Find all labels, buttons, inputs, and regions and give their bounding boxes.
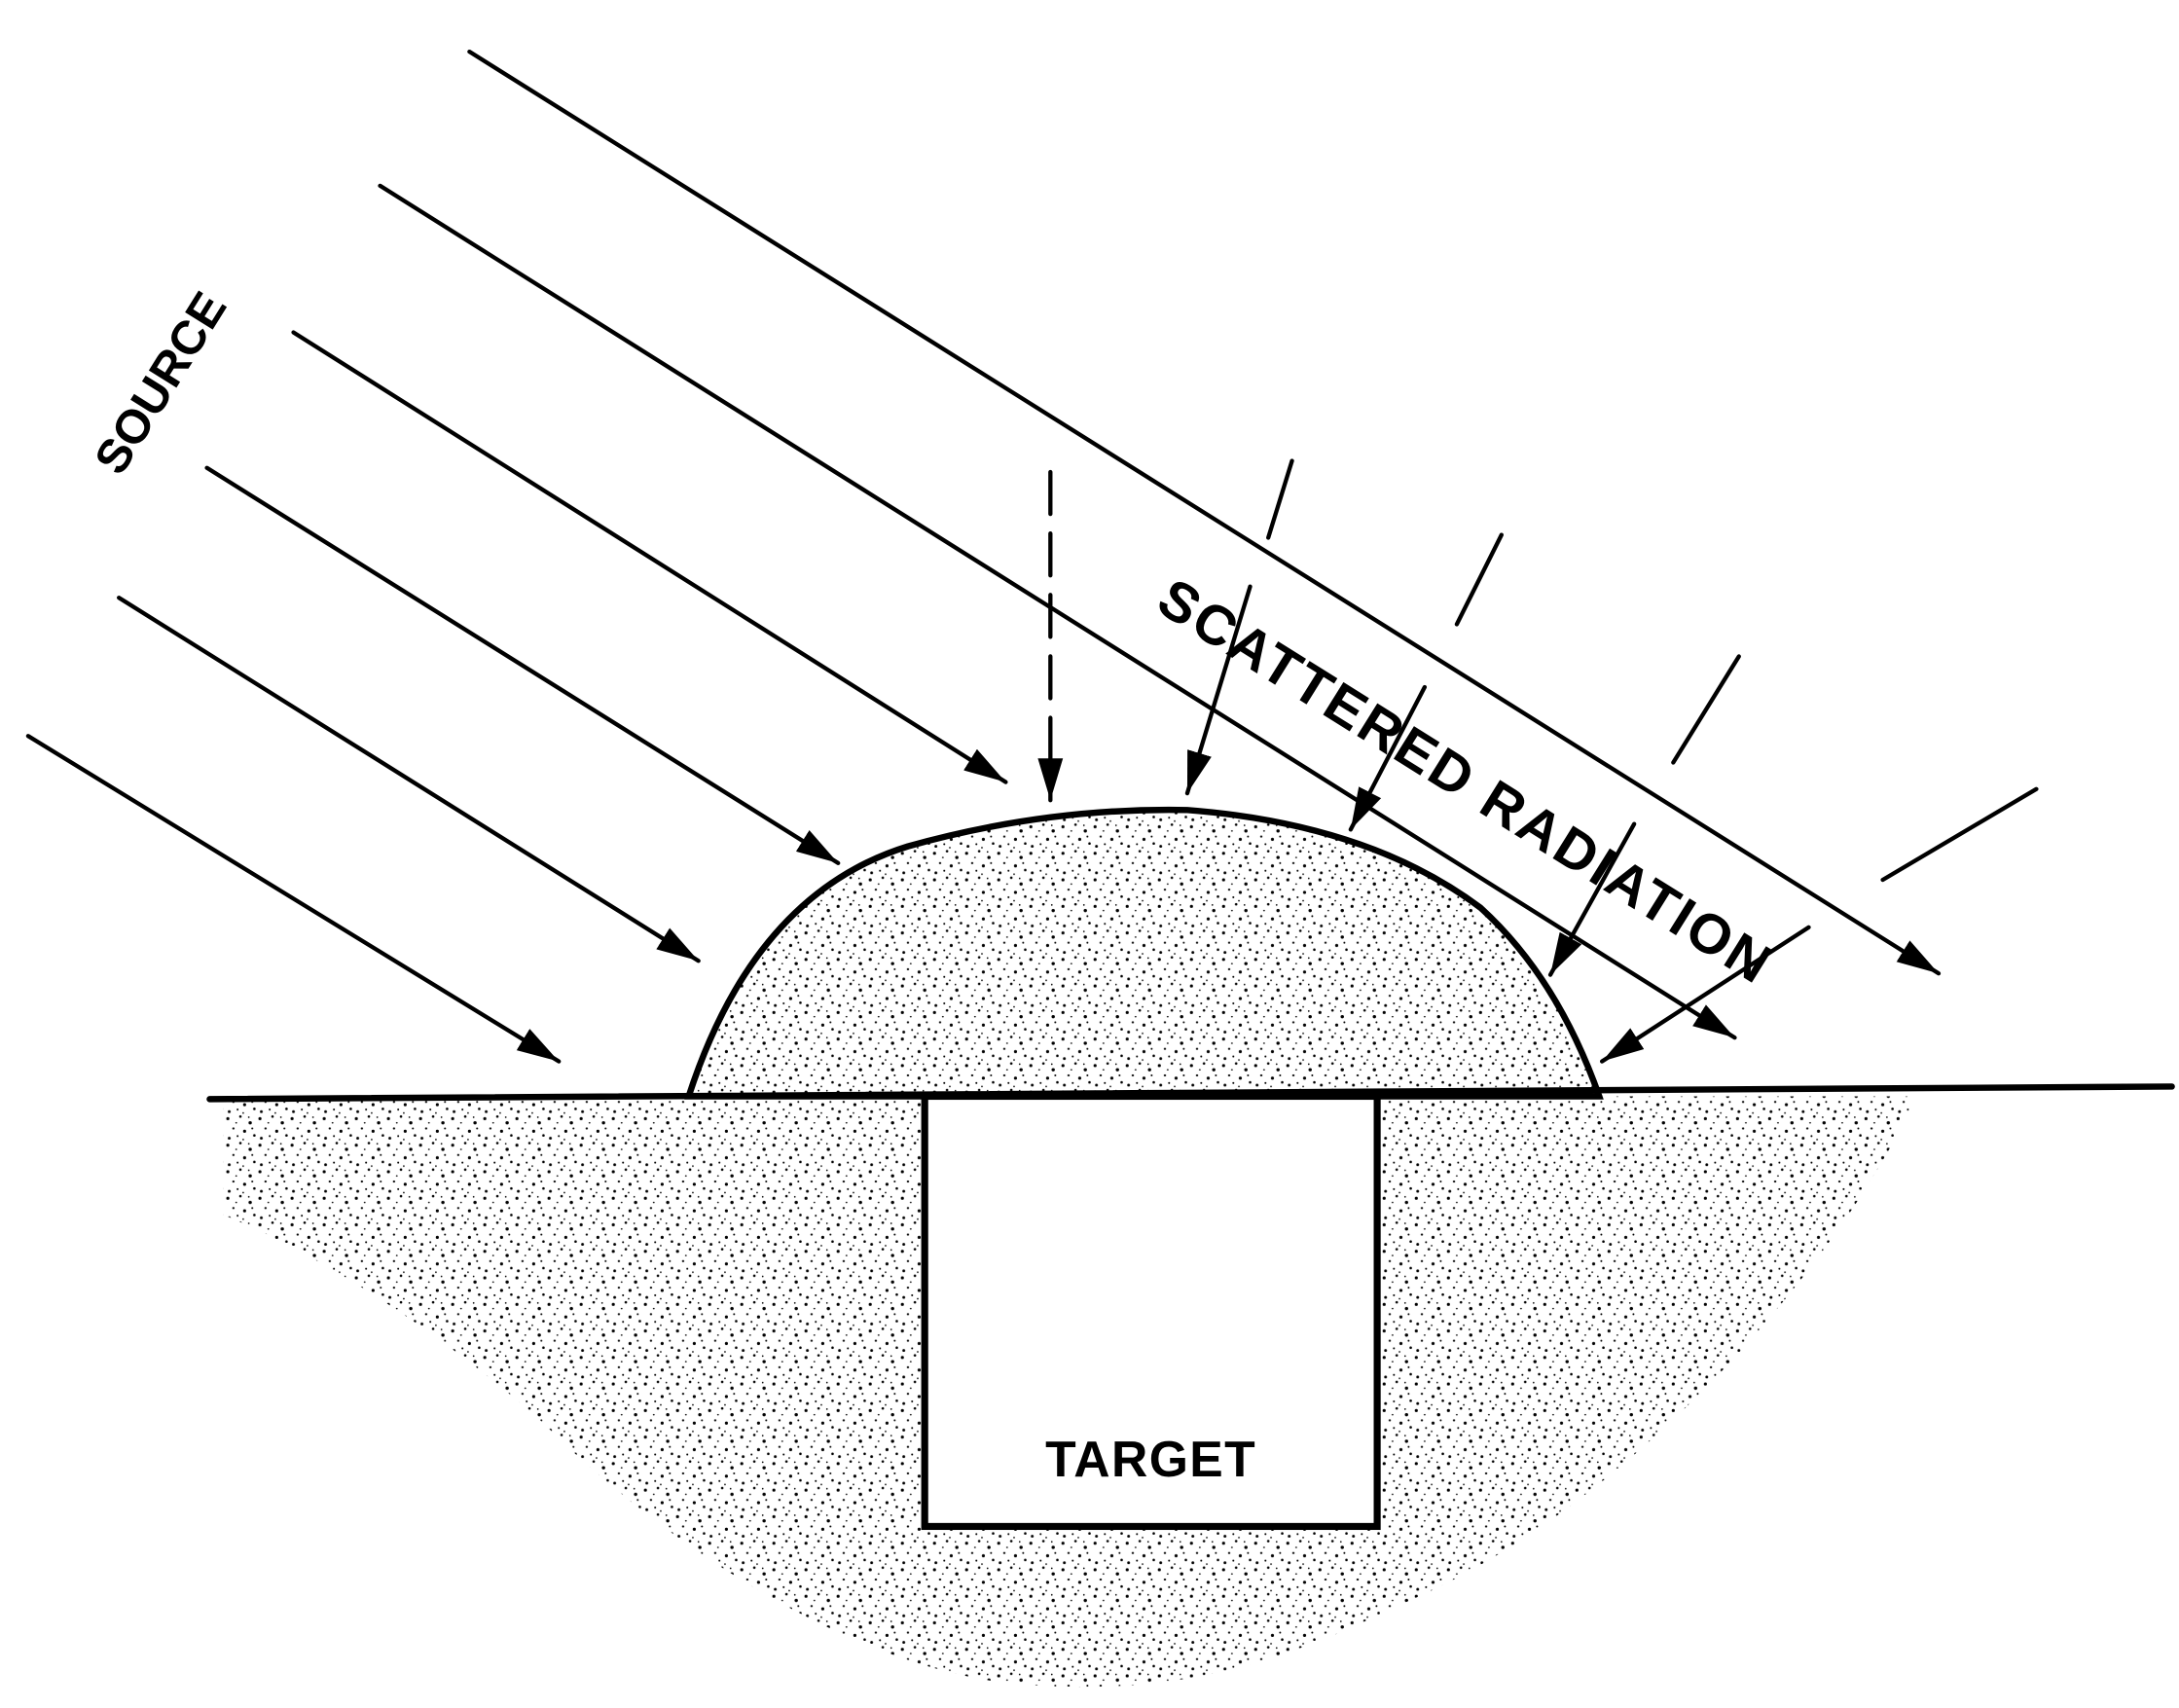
source-ray (291, 330, 1008, 784)
source-ray (378, 183, 1737, 1040)
scatter-arrow-1 (1184, 458, 1294, 796)
source-label: SOURCE (85, 283, 236, 484)
source-ray (467, 49, 1942, 976)
scattered-radiation-arrows (1037, 458, 2039, 1064)
earth-mound (684, 806, 1604, 1100)
source-ray (204, 465, 841, 865)
source-ray (25, 734, 562, 1064)
scatter-arrow-4 (1599, 786, 2039, 1064)
source-rays (25, 49, 1942, 1064)
target-label: TARGET (1045, 1431, 1256, 1487)
scatter-arrow-2 (1348, 532, 1504, 832)
source-ray (117, 596, 701, 963)
target-box (921, 1092, 1381, 1531)
scatter-arrow-3 (1547, 654, 1741, 977)
